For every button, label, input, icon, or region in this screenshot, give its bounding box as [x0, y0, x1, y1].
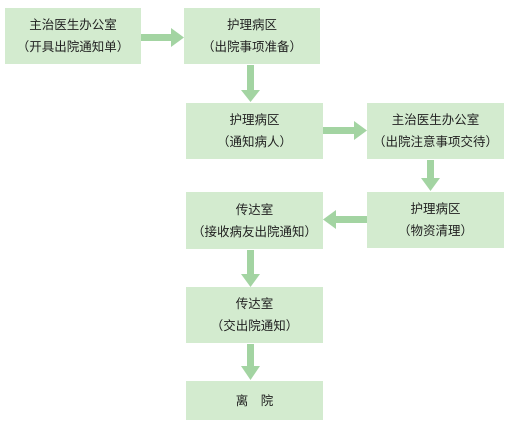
node-subtitle: （开具出院通知单）: [16, 39, 130, 54]
arrow-n7-n8: [241, 344, 260, 380]
node-attending-office-discharge-notice: 主治医生办公室 （开具出院通知单）: [5, 8, 141, 64]
node-ward-supply-cleanup: 护理病区 （物资清理）: [367, 192, 504, 248]
node-subtitle: （出院事项准备）: [201, 39, 302, 54]
arrow-n2-n3: [241, 65, 260, 102]
node-attending-office-instructions: 主治医生办公室 （出院注意事项交待）: [367, 103, 504, 159]
node-title: 主治医生办公室: [391, 112, 480, 127]
node-title: 护理病区: [229, 112, 280, 127]
node-title: 护理病区: [410, 201, 461, 216]
node-ward-discharge-prep: 护理病区 （出院事项准备）: [184, 8, 320, 64]
node-subtitle: （接收病友出院通知）: [191, 223, 317, 239]
arrow-n5-n6: [323, 210, 367, 229]
node-subtitle: （交出院通知）: [210, 318, 299, 333]
node-title: 离 院: [235, 392, 274, 408]
arrow-n6-n7: [241, 250, 260, 287]
node-discharge: 离 院: [186, 381, 323, 420]
node-title: 传达室: [235, 201, 274, 217]
arrow-n3-n4: [323, 121, 367, 140]
node-ward-notify-patient: 护理病区 （通知病人）: [186, 103, 323, 159]
arrow-n1-n2: [141, 28, 184, 47]
node-subtitle: （出院注意事项交待）: [372, 134, 498, 149]
node-reception-hand-over-notice: 传达室 （交出院通知）: [186, 287, 323, 343]
node-subtitle: （通知病人）: [216, 134, 292, 149]
node-title: 主治医生办公室: [29, 17, 117, 32]
arrow-n4-n5: [421, 160, 440, 191]
node-title: 传达室: [235, 296, 274, 311]
node-reception-receive-notice: 传达室 （接收病友出院通知）: [186, 192, 323, 249]
node-subtitle: （物资清理）: [397, 223, 473, 238]
node-title: 护理病区: [226, 17, 277, 32]
